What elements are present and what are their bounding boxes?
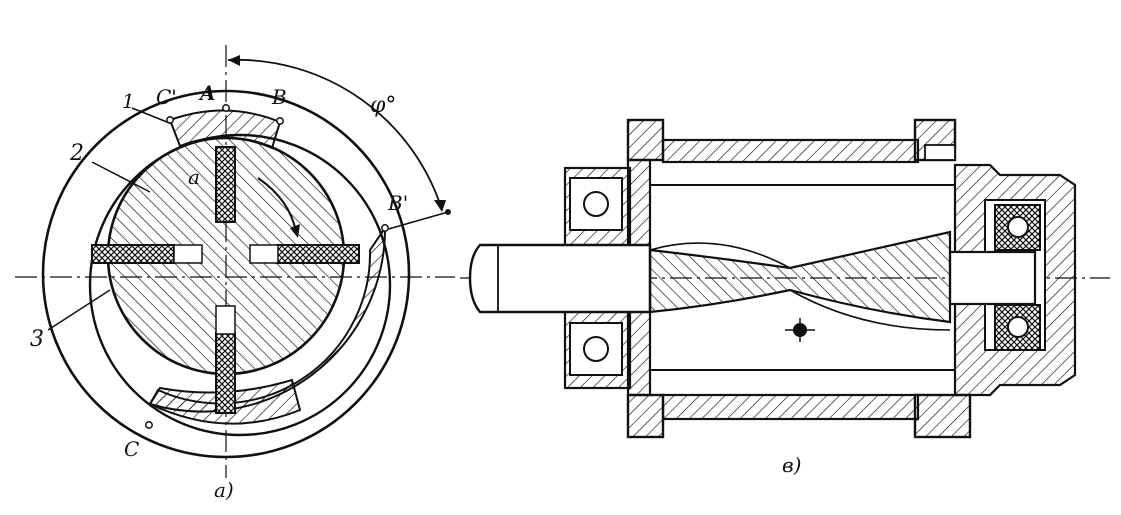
label-1: 1 [122, 89, 135, 113]
angle-arrow-right [434, 200, 446, 212]
top-port-detail [924, 144, 956, 161]
housing-left-flange-bottom [626, 393, 665, 439]
point-B-marker [276, 117, 284, 125]
housing-right-flange-bottom [913, 393, 972, 439]
housing-top-wall [661, 138, 920, 164]
rotation-arrowhead [290, 224, 300, 238]
vane-bottom [215, 332, 236, 414]
label-B-prime: B' [387, 191, 408, 215]
angle-arrow-top [228, 55, 240, 66]
figure-a-vane-pump-section: 1 2 3 A B B' C' C φ° a a) [15, 45, 455, 502]
angle-phi-arc [227, 58, 443, 211]
caption-b: в) [782, 453, 801, 477]
angle-leader-right [384, 211, 449, 231]
point-B-prime-marker [381, 224, 389, 232]
vane-right [276, 244, 360, 264]
vane-edge-lower [789, 289, 951, 331]
leader-3 [47, 289, 111, 331]
label-phi: φ° [370, 93, 396, 118]
right-bearing-ball-top [1007, 216, 1029, 238]
vane-slot-bottom [215, 305, 236, 335]
shaft-left-end [468, 243, 652, 314]
left-bearing-top [569, 177, 623, 231]
label-2: 2 [69, 141, 84, 166]
point-C-marker [145, 421, 153, 429]
figure-b-longitudinal-section: в) [460, 118, 1110, 477]
left-bearing-ball-top [583, 191, 609, 217]
caption-a: a) [214, 478, 234, 502]
right-bearing-ball-bottom [1007, 316, 1029, 338]
housing-left-flange-top [626, 118, 665, 162]
vane-edge-upper [649, 242, 791, 269]
left-bearing-bottom [569, 322, 623, 376]
label-A: A [198, 81, 216, 105]
shaft-right-end [948, 250, 1037, 306]
angle-end-dot [445, 209, 451, 215]
housing-bottom-wall [661, 393, 920, 421]
label-C-prime: C' [156, 85, 177, 109]
stator-bore-circle [88, 133, 392, 437]
vane-top [215, 146, 236, 223]
rotor-body-b [648, 230, 952, 324]
label-rotor-a: a [188, 165, 200, 189]
vane-left [91, 244, 175, 264]
vane-slot-right [249, 244, 279, 264]
label-C: C [124, 437, 139, 461]
leader-2 [91, 161, 151, 193]
vane-slot-left [173, 244, 203, 264]
label-B: B [271, 85, 287, 109]
stator-outer-circle [41, 89, 411, 459]
label-3: 3 [30, 327, 44, 352]
left-bearing-ball-bottom [583, 336, 609, 362]
leader-1 [131, 107, 173, 125]
point-A-marker [222, 104, 230, 112]
